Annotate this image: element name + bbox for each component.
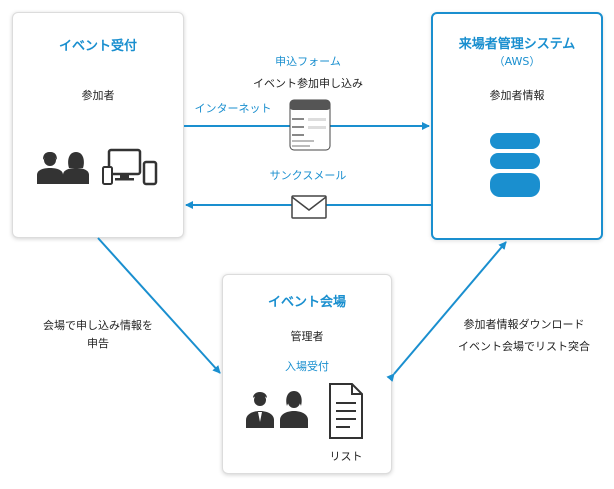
internet-label: インターネット xyxy=(194,102,272,115)
devices-icon xyxy=(102,148,158,186)
thanks-mail-label: サンクスメール xyxy=(269,169,347,182)
report-arrow xyxy=(97,237,221,374)
participant-label: 参加者 xyxy=(81,89,115,102)
venue-system-box xyxy=(431,12,603,240)
download-label-line2: イベント会場でリスト突合 xyxy=(458,340,590,353)
report-label-line1: 会場で申し込み情報を xyxy=(43,319,153,332)
event-reception-box xyxy=(12,12,184,238)
event-reception-title: イベント受付 xyxy=(58,39,138,54)
venue-system-subtitle: （AWS） xyxy=(493,55,541,68)
participant-data-label: 参加者情報 xyxy=(489,89,545,102)
download-label-line1: 参加者情報ダウンロード xyxy=(463,318,585,331)
manager-label: 管理者 xyxy=(290,330,324,343)
form-screen-icon xyxy=(289,99,331,151)
event-venue-title: イベント会場 xyxy=(267,295,347,310)
venue-system-title: 来場者管理システム xyxy=(458,37,576,52)
business-people-icon xyxy=(246,391,308,428)
event-venue-box xyxy=(222,274,392,474)
database-icon xyxy=(490,133,540,197)
two-people-icon xyxy=(37,152,89,184)
list-label: リスト xyxy=(329,450,363,463)
download-arrow xyxy=(386,241,507,382)
application-form-label: 申込フォーム xyxy=(275,55,341,68)
application-description: イベント参加申し込み xyxy=(253,77,363,90)
envelope-icon xyxy=(291,195,327,219)
entry-label: 入場受付 xyxy=(285,360,329,373)
document-icon xyxy=(329,383,363,439)
report-label-line2: 申告 xyxy=(87,337,109,350)
